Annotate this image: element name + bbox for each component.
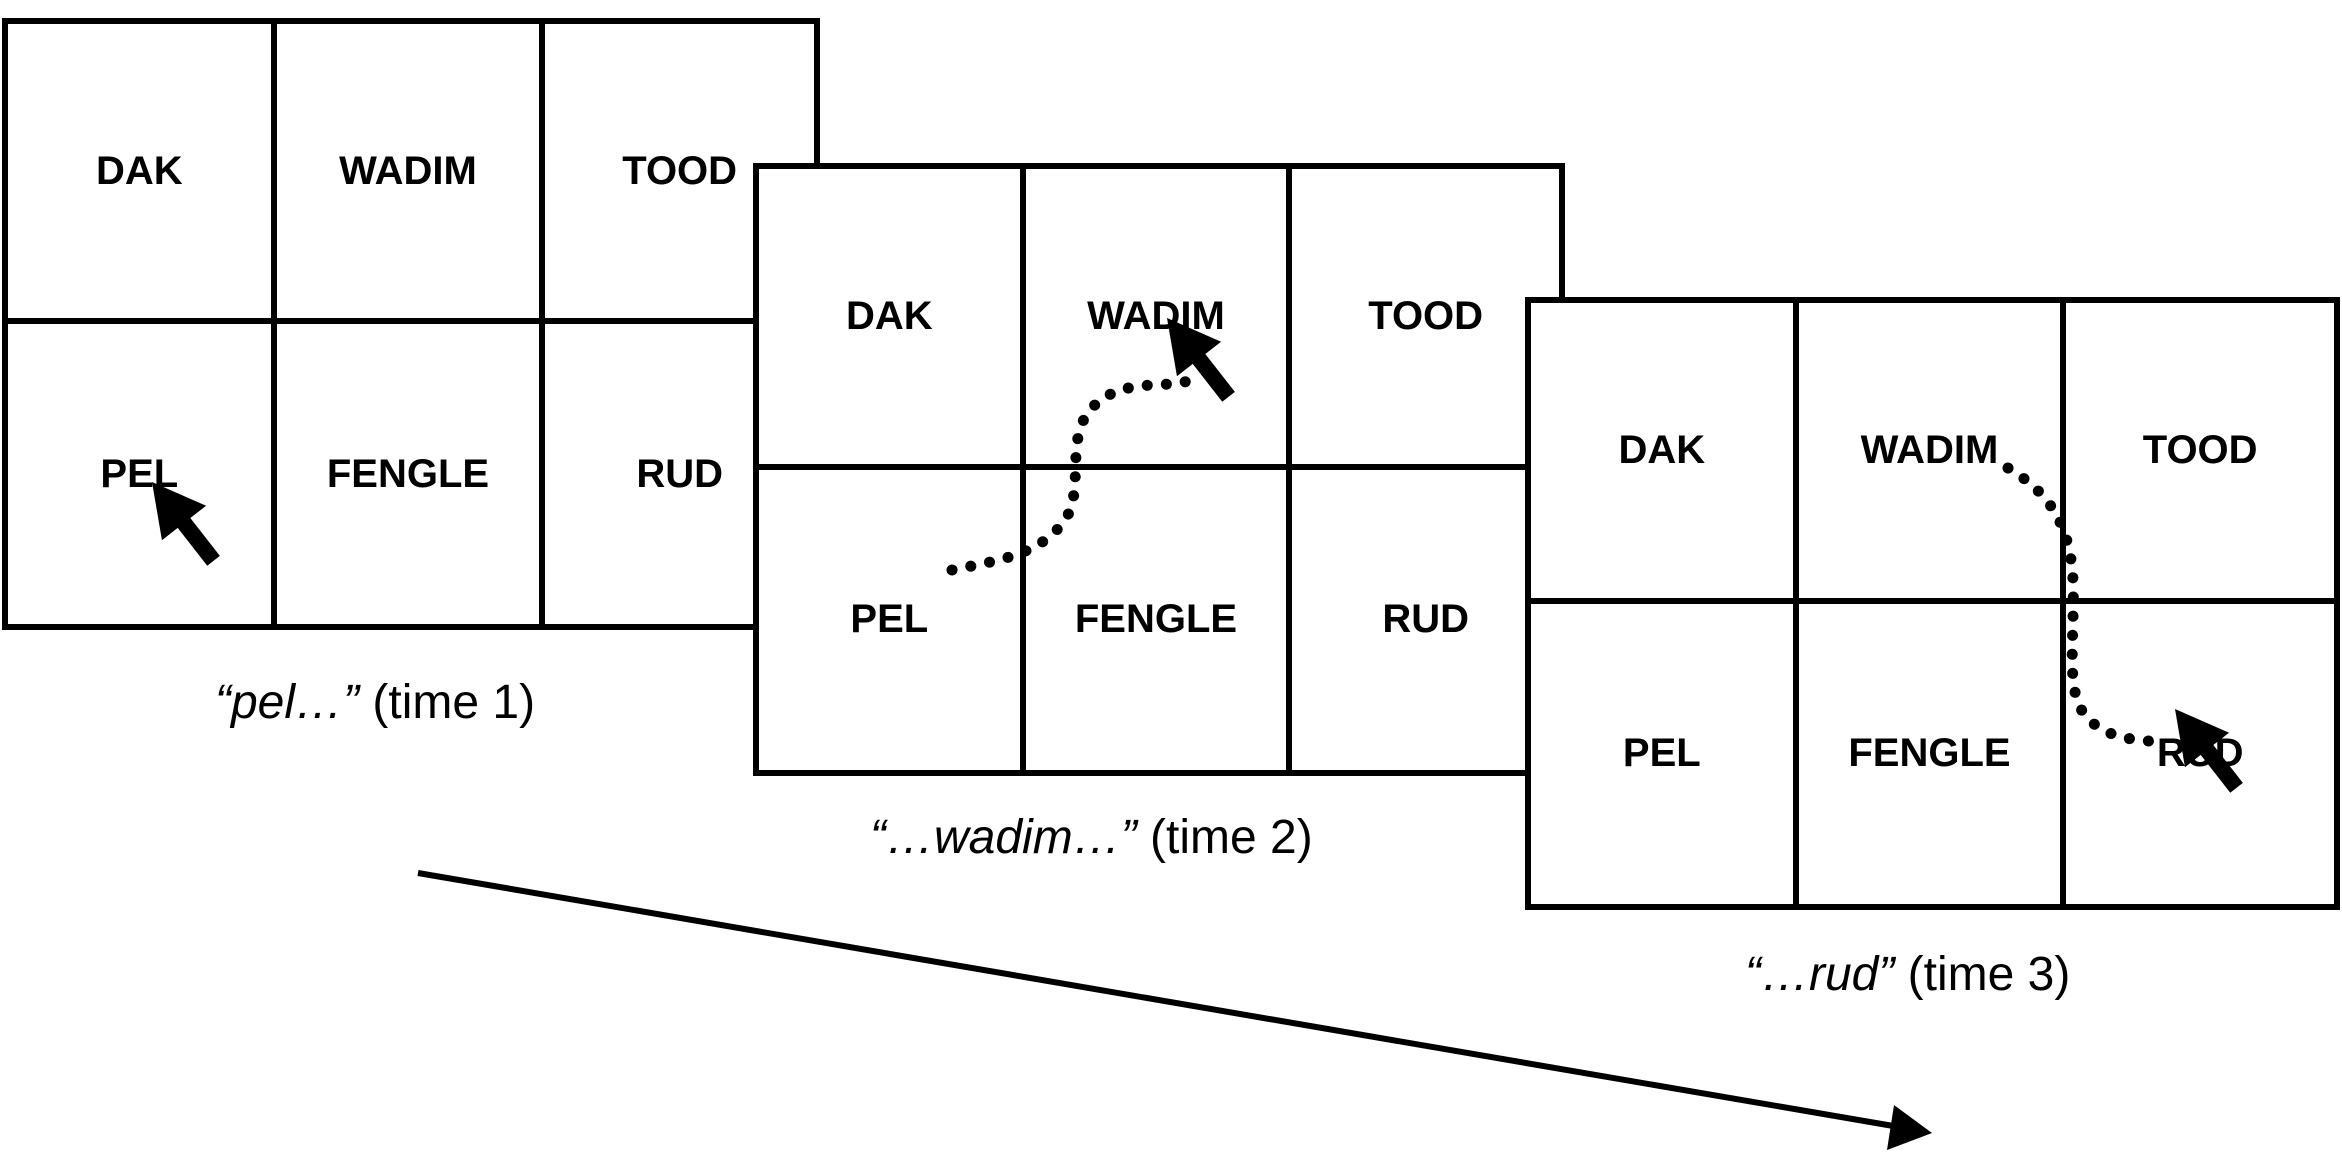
caption-time-label: (time 2): [1136, 811, 1313, 864]
word-cell-rud: RUD: [2156, 731, 2244, 776]
word-cell-rud: RUD: [1382, 597, 1469, 642]
caption-time-2: “…wadim…” (time 2): [870, 810, 1313, 865]
word-cell-fengle: FENGLE: [277, 324, 546, 624]
caption-time-1: “pel…” (time 1): [215, 675, 535, 730]
word-cell-fengle: FENGLE: [1799, 603, 2067, 904]
caption-time-label: (time 3): [1894, 948, 2071, 1001]
word-cell-fengle: FENGLE: [1026, 469, 1293, 770]
display-panel-time-2: DAK WADIM TOOD PEL FENGLE RUD: [753, 163, 1565, 776]
word-cell-rud: RUD: [636, 451, 723, 496]
display-panel-time-1: DAK WADIM TOOD PEL FENGLE RUD: [2, 18, 820, 630]
caption-spoken-word: “…rud”: [1745, 948, 1895, 1001]
word-cell-dak: DAK: [1531, 303, 1799, 604]
caption-time-label: (time 1): [359, 676, 536, 729]
word-cell-pel: PEL: [8, 324, 277, 624]
word-cell-tood: TOOD: [2066, 303, 2334, 604]
caption-spoken-word: “pel…”: [215, 676, 360, 729]
word-cell-wadim: WADIM: [276, 24, 546, 324]
word-cell-pel: PEL: [759, 469, 1026, 770]
word-cell-wadim: WADIM: [1025, 169, 1293, 470]
time-arrow: [417, 870, 1932, 1150]
word-cell-wadim: WADIM: [1798, 303, 2067, 604]
word-cell-dak: DAK: [759, 169, 1026, 470]
word-cell-tood: TOOD: [545, 24, 814, 324]
display-panel-time-3: DAK WADIM TOOD PEL FENGLE RUD: [1525, 297, 2340, 910]
word-cell-tood: TOOD: [1292, 169, 1559, 470]
word-cell-pel: PEL: [1531, 603, 1799, 904]
word-cell-dak: DAK: [8, 24, 277, 324]
caption-spoken-word: “…wadim…”: [870, 811, 1137, 864]
caption-time-3: “…rud” (time 3): [1745, 947, 2070, 1002]
